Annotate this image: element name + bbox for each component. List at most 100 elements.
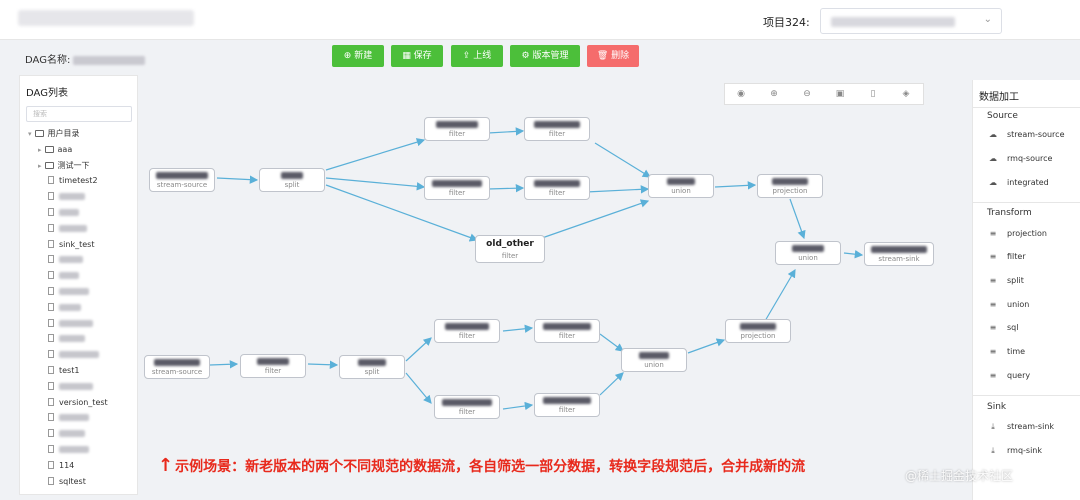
arrow-up-icon: ↑ bbox=[158, 455, 174, 476]
tree-file[interactable] bbox=[48, 332, 85, 346]
list-icon: ≡ bbox=[989, 252, 997, 261]
app-title-redacted bbox=[18, 10, 194, 26]
file-icon bbox=[48, 271, 54, 280]
palette-item-split[interactable]: ≡split bbox=[987, 276, 1024, 285]
dag-node-filter[interactable]: filter bbox=[424, 117, 490, 141]
tree-label bbox=[59, 193, 85, 201]
tree-label: sqltest bbox=[59, 476, 86, 486]
dag-node-union[interactable]: union bbox=[775, 241, 841, 265]
palette-item-integrated[interactable]: ☁integrated bbox=[989, 178, 1049, 187]
tree-file[interactable]: sqltest bbox=[48, 475, 86, 489]
dag-node-stream-source[interactable]: stream-source bbox=[144, 355, 210, 379]
tree-file[interactable] bbox=[48, 190, 85, 204]
dag-node-projection[interactable]: projection bbox=[757, 174, 823, 198]
dag-node-projection[interactable]: projection bbox=[725, 319, 791, 343]
tree-label bbox=[59, 303, 81, 311]
palette-item-rmq-source[interactable]: ☁rmq-source bbox=[989, 154, 1053, 163]
dag-node-union[interactable]: union bbox=[648, 174, 714, 198]
tree-label bbox=[59, 256, 83, 264]
dag-node-union[interactable]: union bbox=[621, 348, 687, 372]
file-icon bbox=[48, 287, 54, 295]
tree-file[interactable] bbox=[48, 301, 81, 315]
zoom-out-icon[interactable]: ⊖ bbox=[803, 89, 811, 99]
dag-canvas[interactable]: ◉ ⊕ ⊖ ▣ ▯ ◈ bbox=[140, 75, 968, 495]
zoom-in-icon[interactable]: ⊕ bbox=[770, 89, 778, 99]
project-select[interactable]: ⌄ bbox=[820, 8, 1002, 34]
tree-folder[interactable]: ▸测试一下 bbox=[38, 159, 90, 173]
publish-button[interactable]: ⇪ 上线 bbox=[451, 45, 503, 67]
dag-node-filter[interactable]: filter bbox=[424, 176, 490, 200]
dag-node-filter[interactable]: filter bbox=[534, 319, 600, 343]
file-icon bbox=[48, 350, 54, 359]
scenario-caption: ↑示例场景：新老版本的两个不同规范的数据流，各自筛选一部分数据，转换字段规范后，… bbox=[158, 455, 806, 476]
tree-file[interactable] bbox=[48, 253, 83, 267]
dag-node-stream-source[interactable]: stream-source bbox=[149, 168, 215, 192]
tree-file[interactable] bbox=[48, 206, 79, 220]
tree-label bbox=[59, 224, 87, 232]
delete-button[interactable]: 🗑 删除 bbox=[587, 45, 639, 67]
palette-item-stream-source[interactable]: ☁stream-source bbox=[989, 130, 1065, 139]
dag-node-filter[interactable]: filter bbox=[240, 354, 306, 378]
dag-node-filter[interactable]: filter bbox=[534, 393, 600, 417]
dag-node-filter[interactable]: filter bbox=[434, 395, 500, 419]
palette-item-rmq-sink[interactable]: ⤓rmq-sink bbox=[987, 446, 1042, 456]
edge bbox=[216, 175, 259, 184]
palette-item-projection[interactable]: ≡projection bbox=[987, 229, 1047, 238]
tree-folder[interactable]: ▸aaa bbox=[38, 143, 72, 157]
dag-node-filter[interactable]: filter bbox=[524, 176, 590, 200]
file-icon bbox=[48, 413, 54, 422]
tree-file[interactable]: test1 bbox=[48, 364, 79, 378]
version-manage-button[interactable]: ⚙ 版本管理 bbox=[510, 45, 580, 67]
project-select-value-redacted bbox=[831, 17, 955, 27]
canvas-toolbar: ◉ ⊕ ⊖ ▣ ▯ ◈ bbox=[724, 83, 924, 105]
tree-label bbox=[59, 288, 89, 295]
tree-file[interactable]: 114 bbox=[48, 459, 74, 473]
save-button[interactable]: ▦ 保存 bbox=[391, 45, 443, 67]
eye-icon[interactable]: ◉ bbox=[737, 89, 745, 99]
edge bbox=[325, 177, 426, 191]
dag-search-input[interactable]: 搜索 bbox=[26, 106, 132, 122]
section-transform: Transform bbox=[987, 208, 1032, 218]
dag-node-filter[interactable]: filter bbox=[524, 117, 590, 141]
edge bbox=[687, 338, 726, 354]
top-bar: 项目324: ⌄ bbox=[0, 0, 1080, 40]
tree-file[interactable] bbox=[48, 427, 85, 441]
tag-icon[interactable]: ◈ bbox=[902, 89, 910, 99]
tree-file[interactable] bbox=[48, 380, 93, 394]
tree-file[interactable]: version_test bbox=[48, 396, 108, 410]
tree-file[interactable] bbox=[48, 443, 89, 457]
palette-item-stream-sink[interactable]: ⤓stream-sink bbox=[987, 422, 1054, 432]
section-sink: Sink bbox=[987, 402, 1007, 412]
palette-item-query[interactable]: ≡query bbox=[987, 371, 1030, 380]
tree-label bbox=[59, 272, 79, 280]
dag-node-split[interactable]: split bbox=[259, 168, 325, 192]
divider bbox=[973, 395, 1080, 396]
section-source: Source bbox=[987, 111, 1018, 121]
tree-label bbox=[59, 414, 89, 422]
tree-file[interactable] bbox=[48, 269, 79, 283]
palette-item-time[interactable]: ≡time bbox=[987, 347, 1025, 356]
tree-folder[interactable]: ▾用户目录 bbox=[28, 127, 80, 141]
dag-node-filter[interactable]: filter bbox=[434, 319, 500, 343]
dag-node-stream-sink[interactable]: stream-sink bbox=[864, 242, 934, 266]
tree-file[interactable]: timetest2 bbox=[48, 174, 98, 188]
tree-file[interactable]: sink_test bbox=[48, 238, 94, 252]
tree-file[interactable] bbox=[48, 411, 89, 425]
tree-file[interactable] bbox=[48, 222, 87, 236]
palette-item-sql[interactable]: ≡sql bbox=[987, 323, 1019, 332]
tree-file[interactable] bbox=[48, 285, 89, 299]
tree-file[interactable] bbox=[48, 317, 93, 331]
file-icon bbox=[48, 223, 54, 232]
file-icon bbox=[48, 318, 54, 327]
edge bbox=[541, 199, 650, 239]
tree-file[interactable] bbox=[48, 348, 99, 362]
new-button[interactable]: ⊕ 新建 bbox=[332, 45, 384, 67]
file-icon bbox=[48, 397, 54, 406]
cloud-icon: ☁ bbox=[989, 154, 997, 163]
palette-item-union[interactable]: ≡union bbox=[987, 300, 1030, 309]
dag-node-split[interactable]: split bbox=[339, 355, 405, 379]
fit-view-icon[interactable]: ▣ bbox=[835, 89, 845, 99]
bookmark-icon[interactable]: ▯ bbox=[870, 89, 876, 99]
palette-item-filter[interactable]: ≡filter bbox=[987, 252, 1026, 261]
